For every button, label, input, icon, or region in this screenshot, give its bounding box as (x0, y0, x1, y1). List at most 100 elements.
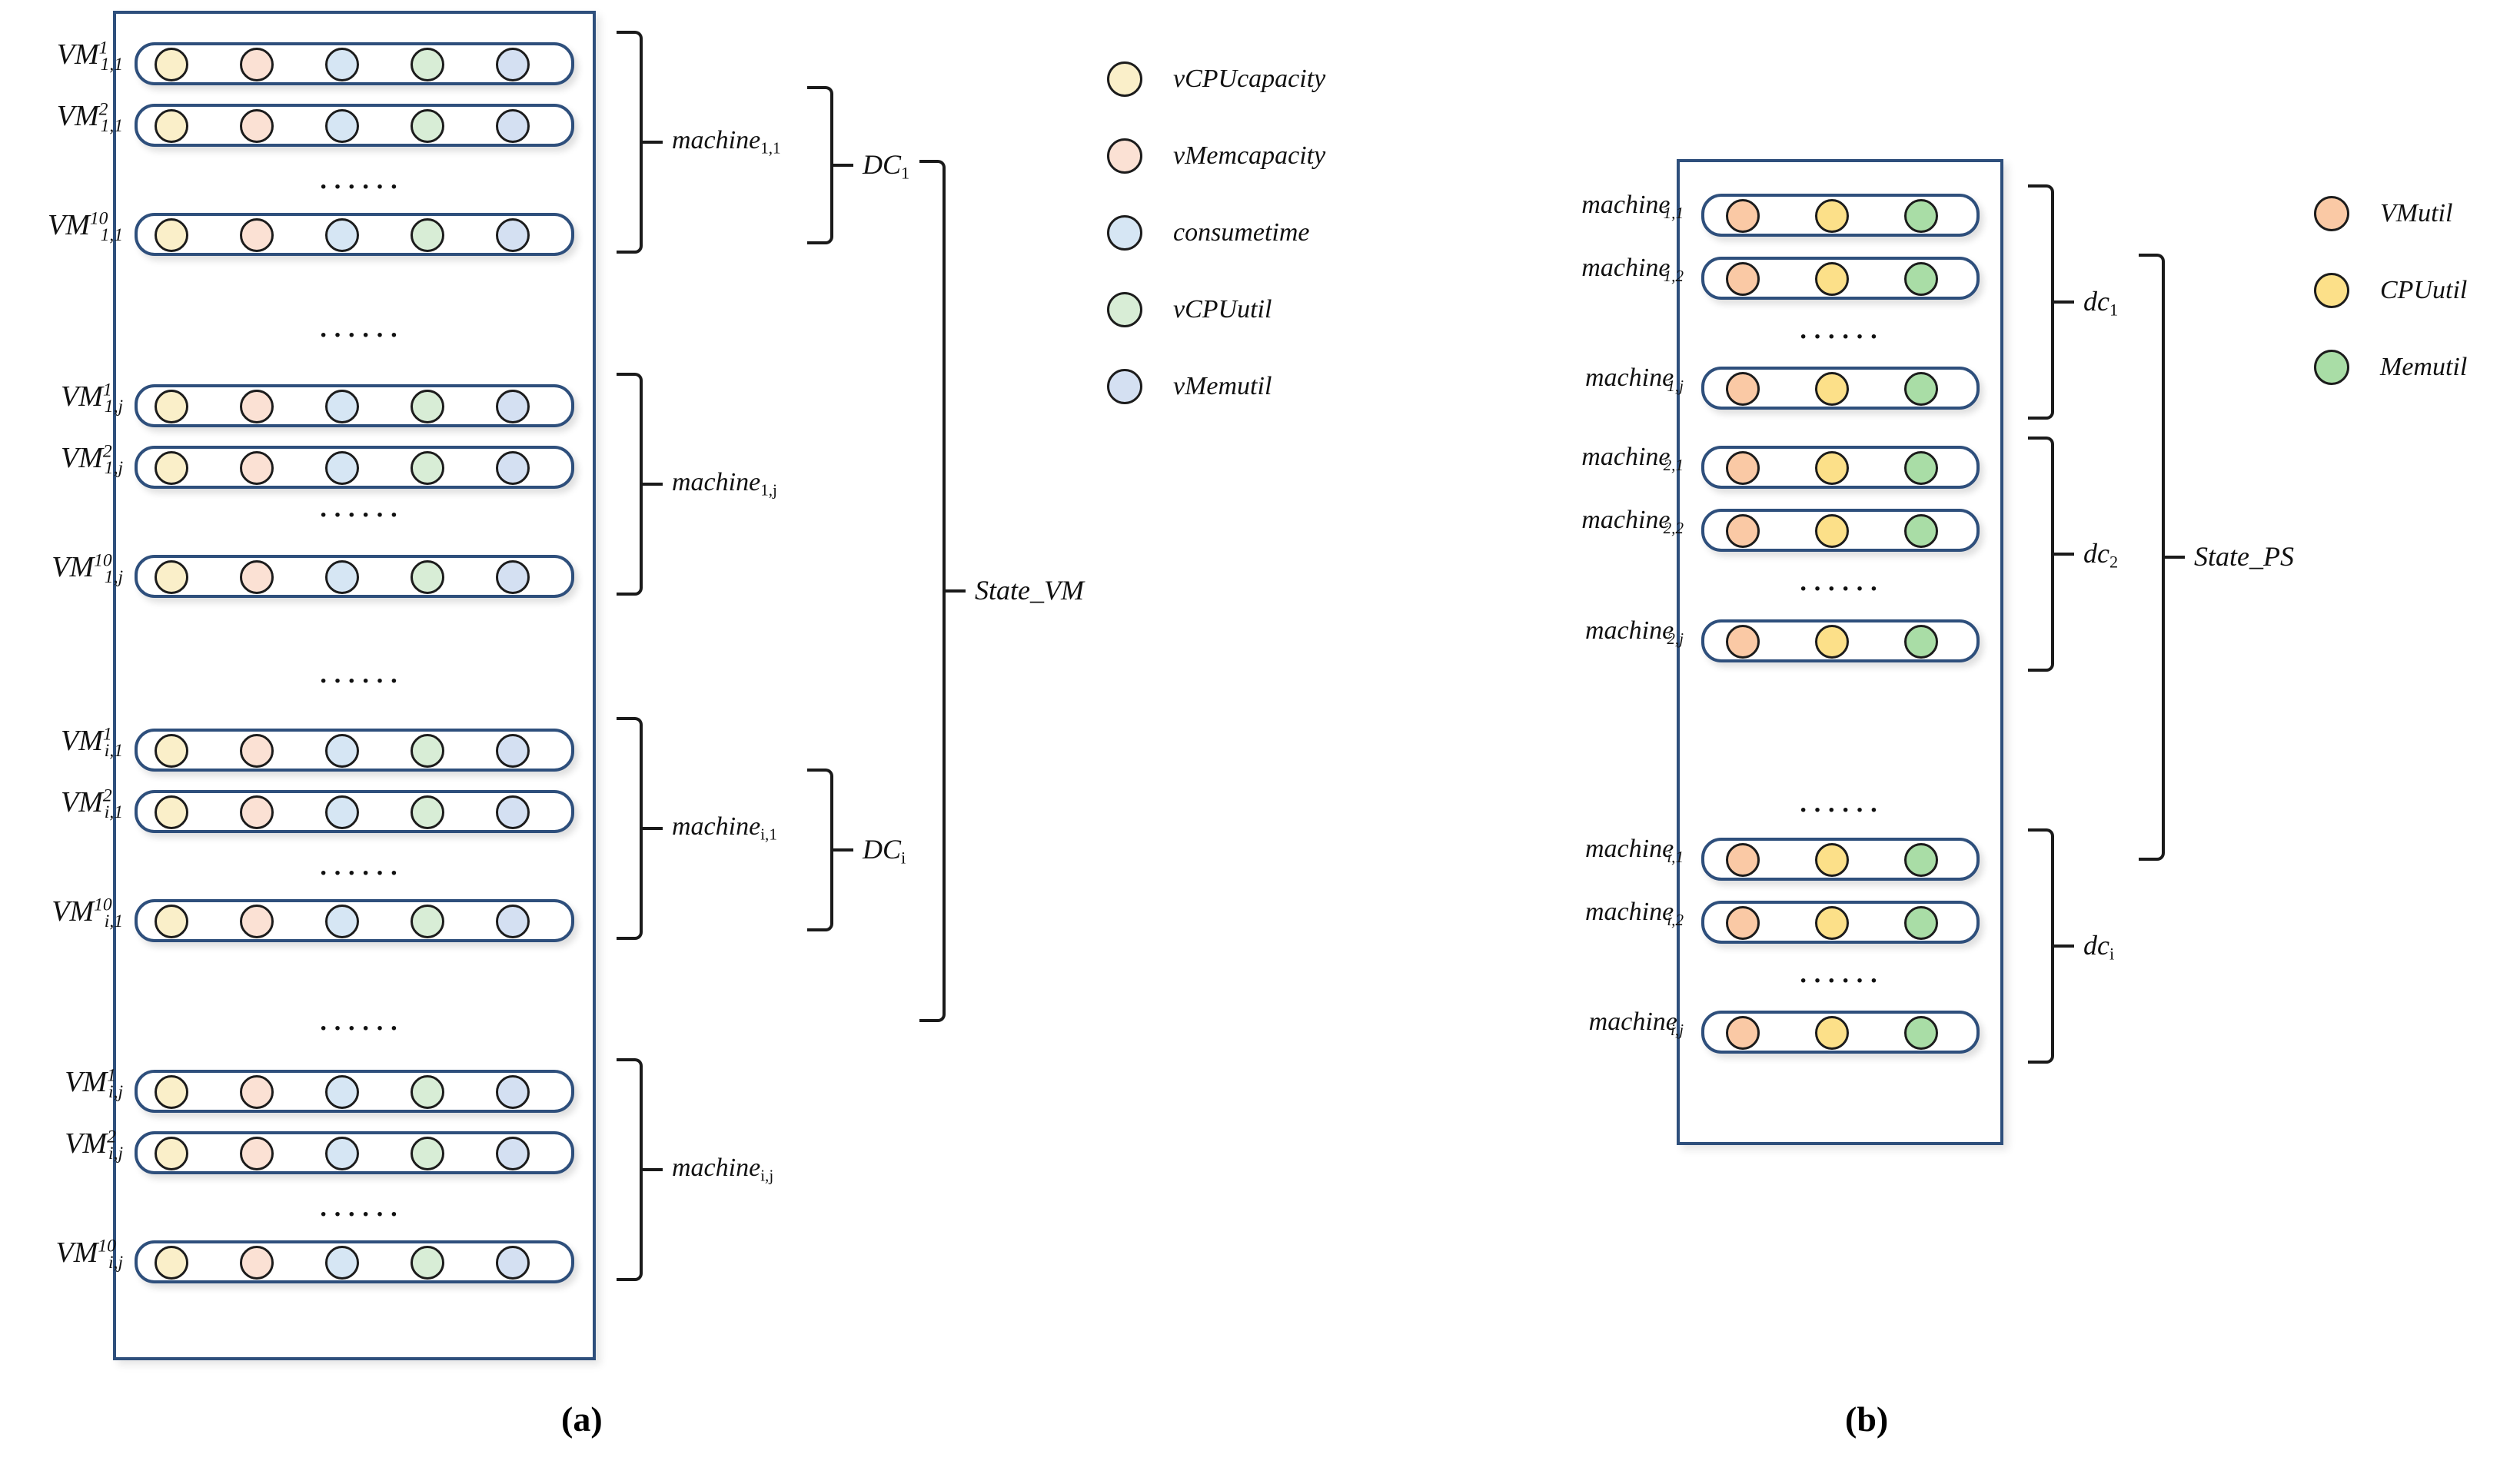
vm-label-vm10-1-1: VM101,1 (48, 208, 123, 246)
ellipsis-vm-6: ······ (319, 1014, 404, 1043)
cell-vcpucapacity-icon (155, 1246, 188, 1280)
legend-item-vcpuutil: vCPUutil (1107, 292, 1272, 327)
vm-label-vm10-1-j: VM101,j (52, 550, 123, 588)
cell-vcpucapacity-icon (155, 109, 188, 143)
cell-memutil-icon (1904, 451, 1938, 485)
vm-row-vm1-i-1 (135, 729, 574, 772)
legend-swatch-consumetime-icon (1107, 215, 1142, 251)
cell-cpuutil-icon (1815, 262, 1849, 296)
cell-vmemcapacity-icon (240, 795, 274, 829)
legend-label-vmutil: VMutil (2380, 199, 2453, 227)
cell-vmemutil-icon (496, 795, 530, 829)
cell-cpuutil-icon (1815, 843, 1849, 877)
vm-row-vm10-1-1 (135, 213, 574, 256)
vm-label-vm10-i-1: VM10i,1 (52, 895, 123, 932)
cell-consumetime-icon (325, 1075, 359, 1109)
vm-label-vm2-1-j: VM21,j (61, 441, 123, 479)
legend-label-memutil: Memutil (2380, 353, 2468, 381)
cell-consumetime-icon (325, 109, 359, 143)
machine-brace-i-1-tick (643, 827, 663, 830)
dc-brace-1-bracket (807, 86, 833, 244)
dc-brace-2-label: dc2 (2083, 537, 2119, 572)
machine-row-machine-1-j (1701, 367, 1980, 410)
dc-brace-i-tick (833, 848, 853, 852)
legend-label-vcpuutil: vCPUutil (1173, 295, 1272, 324)
machine-brace-i-j-bracket (617, 1058, 643, 1281)
legend-swatch-vcpucapacity-icon (1107, 61, 1142, 97)
cell-vcpucapacity-icon (155, 560, 188, 594)
legend-label-vcpucapacity: vCPUcapacity (1173, 65, 1326, 93)
cell-vcpucapacity-icon (155, 905, 188, 938)
cell-vcpuutil-icon (411, 451, 444, 485)
state-vm-brace-tick (946, 589, 966, 593)
cell-vmutil-icon (1726, 1016, 1760, 1050)
cell-vcpucapacity-icon (155, 218, 188, 252)
state-ps-brace-tick (2165, 556, 2185, 559)
cell-consumetime-icon (325, 1137, 359, 1170)
vm-label-vm2-1-1: VM21,1 (56, 99, 123, 137)
ellipsis-ps-2: ······ (1799, 575, 1884, 603)
ellipsis-vm-1: ······ (319, 173, 404, 201)
cell-cpuutil-icon (1815, 906, 1849, 940)
machine-row-machine-2-j (1701, 619, 1980, 662)
cell-vmemcapacity-icon (240, 1075, 274, 1109)
cell-vmemutil-icon (496, 390, 530, 423)
legend-label-vmemcapacity: vMemcapacity (1173, 141, 1326, 170)
cell-consumetime-icon (325, 795, 359, 829)
cell-consumetime-icon (325, 48, 359, 81)
cell-vmemcapacity-icon (240, 1246, 274, 1280)
legend-item-vcpucapacity: vCPUcapacity (1107, 61, 1325, 97)
cell-vmemcapacity-icon (240, 109, 274, 143)
cell-consumetime-icon (325, 1246, 359, 1280)
machine-brace-i-j-tick (643, 1168, 663, 1171)
cell-vmemutil-icon (496, 1137, 530, 1170)
cell-vmutil-icon (1726, 514, 1760, 548)
vm-row-vm2-i-1 (135, 790, 574, 833)
cell-vmutil-icon (1726, 199, 1760, 233)
vm-row-vm1-1-1 (135, 42, 574, 85)
legend-item-memutil: Memutil (2314, 350, 2467, 385)
cell-vcpuutil-icon (411, 905, 444, 938)
cell-vmutil-icon (1726, 451, 1760, 485)
machine-brace-1-j-bracket (617, 373, 643, 596)
cell-cpuutil-icon (1815, 372, 1849, 406)
cell-memutil-icon (1904, 262, 1938, 296)
machine-brace-1-j-tick (643, 483, 663, 486)
dc-brace-i-tick (2054, 944, 2074, 948)
cell-memutil-icon (1904, 843, 1938, 877)
panel-b-caption: (b) (1845, 1399, 1889, 1439)
machine-brace-i-1-label: machinei,1 (672, 812, 777, 844)
cell-memutil-icon (1904, 372, 1938, 406)
machine-row-machine-2-2 (1701, 509, 1980, 552)
cell-vmemcapacity-icon (240, 390, 274, 423)
cell-vmemcapacity-icon (240, 218, 274, 252)
cell-vcpuutil-icon (411, 390, 444, 423)
legend-item-vmemutil: vMemutil (1107, 369, 1272, 404)
machine-label-machine-i-1: machinei,1 (1584, 835, 1684, 867)
ellipsis-vm-2: ······ (319, 321, 404, 350)
machine-label-machine-1-j: machine1,j (1584, 364, 1684, 396)
cell-vcpucapacity-icon (155, 1075, 188, 1109)
state-ps-brace-bracket (2139, 254, 2165, 861)
cell-vmutil-icon (1726, 843, 1760, 877)
cell-cpuutil-icon (1815, 625, 1849, 659)
legend-swatch-vmutil-icon (2314, 196, 2349, 231)
state-vm-brace-bracket (919, 160, 946, 1022)
dc-brace-1-label: dc1 (2083, 285, 2119, 320)
cell-vcpucapacity-icon (155, 390, 188, 423)
machine-label-machine-2-j: machine2,j (1584, 616, 1684, 649)
machine-label-machine-i-2: machinei,2 (1584, 898, 1684, 930)
machine-label-machine-2-1: machine2,1 (1581, 443, 1684, 475)
machine-brace-1-j-label: machine1,j (672, 467, 777, 500)
cell-vmemutil-icon (496, 905, 530, 938)
machine-row-machine-1-2 (1701, 257, 1980, 300)
machine-row-machine-i-2 (1701, 901, 1980, 944)
cell-vmemcapacity-icon (240, 560, 274, 594)
cell-vcpuutil-icon (411, 734, 444, 768)
cell-vcpuutil-icon (411, 1246, 444, 1280)
dc-brace-i-bracket (807, 769, 833, 931)
cell-vmemutil-icon (496, 451, 530, 485)
cell-consumetime-icon (325, 905, 359, 938)
